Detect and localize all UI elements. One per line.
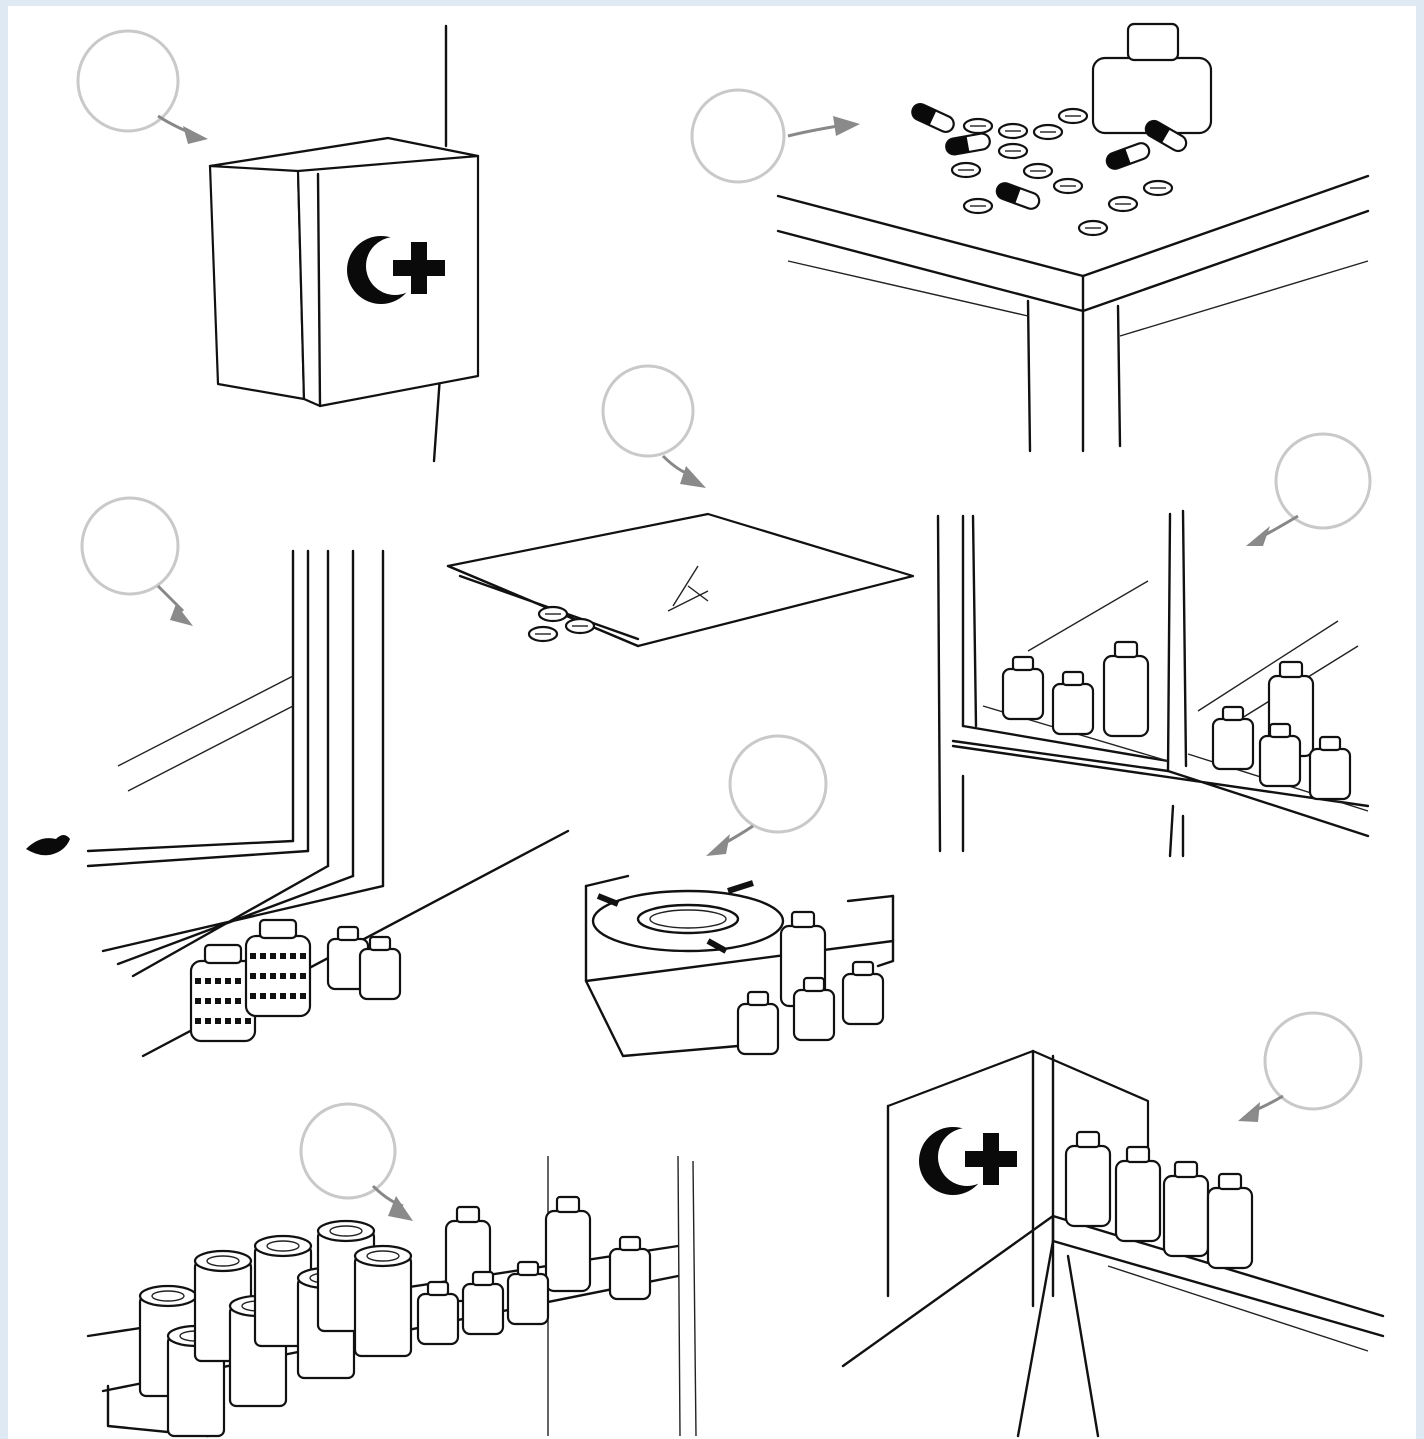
answer-bubble-6[interactable] — [730, 736, 826, 832]
answer-bubble-2[interactable] — [692, 90, 784, 182]
answer-bubble-3[interactable] — [603, 366, 693, 456]
scene-pills-on-table — [778, 24, 1368, 451]
arrow-icon — [158, 586, 183, 611]
arrow-icon — [788, 126, 838, 136]
answer-bubble-1[interactable] — [78, 31, 178, 131]
scene-bottles-in-fridge-door — [88, 1156, 696, 1436]
worksheet-page — [8, 6, 1416, 1439]
answer-bubble-4[interactable] — [82, 498, 178, 594]
answer-bubble-5[interactable] — [1276, 434, 1370, 528]
bird-silhouette-icon — [26, 835, 70, 855]
scene-pills-in-plastic-bag — [448, 514, 913, 646]
answer-bubble-8[interactable] — [1265, 1013, 1361, 1109]
scene-bottles-on-windowsill — [88, 551, 568, 1056]
arrow-icon — [1263, 516, 1298, 536]
illustration-canvas — [8, 6, 1416, 1439]
scene-bottles-near-stove — [586, 876, 893, 1056]
answer-bubble-7[interactable] — [301, 1104, 395, 1198]
scene-wall-first-aid-cabinet — [210, 26, 478, 461]
scene-bottles-in-glass-cabinet — [938, 511, 1368, 856]
